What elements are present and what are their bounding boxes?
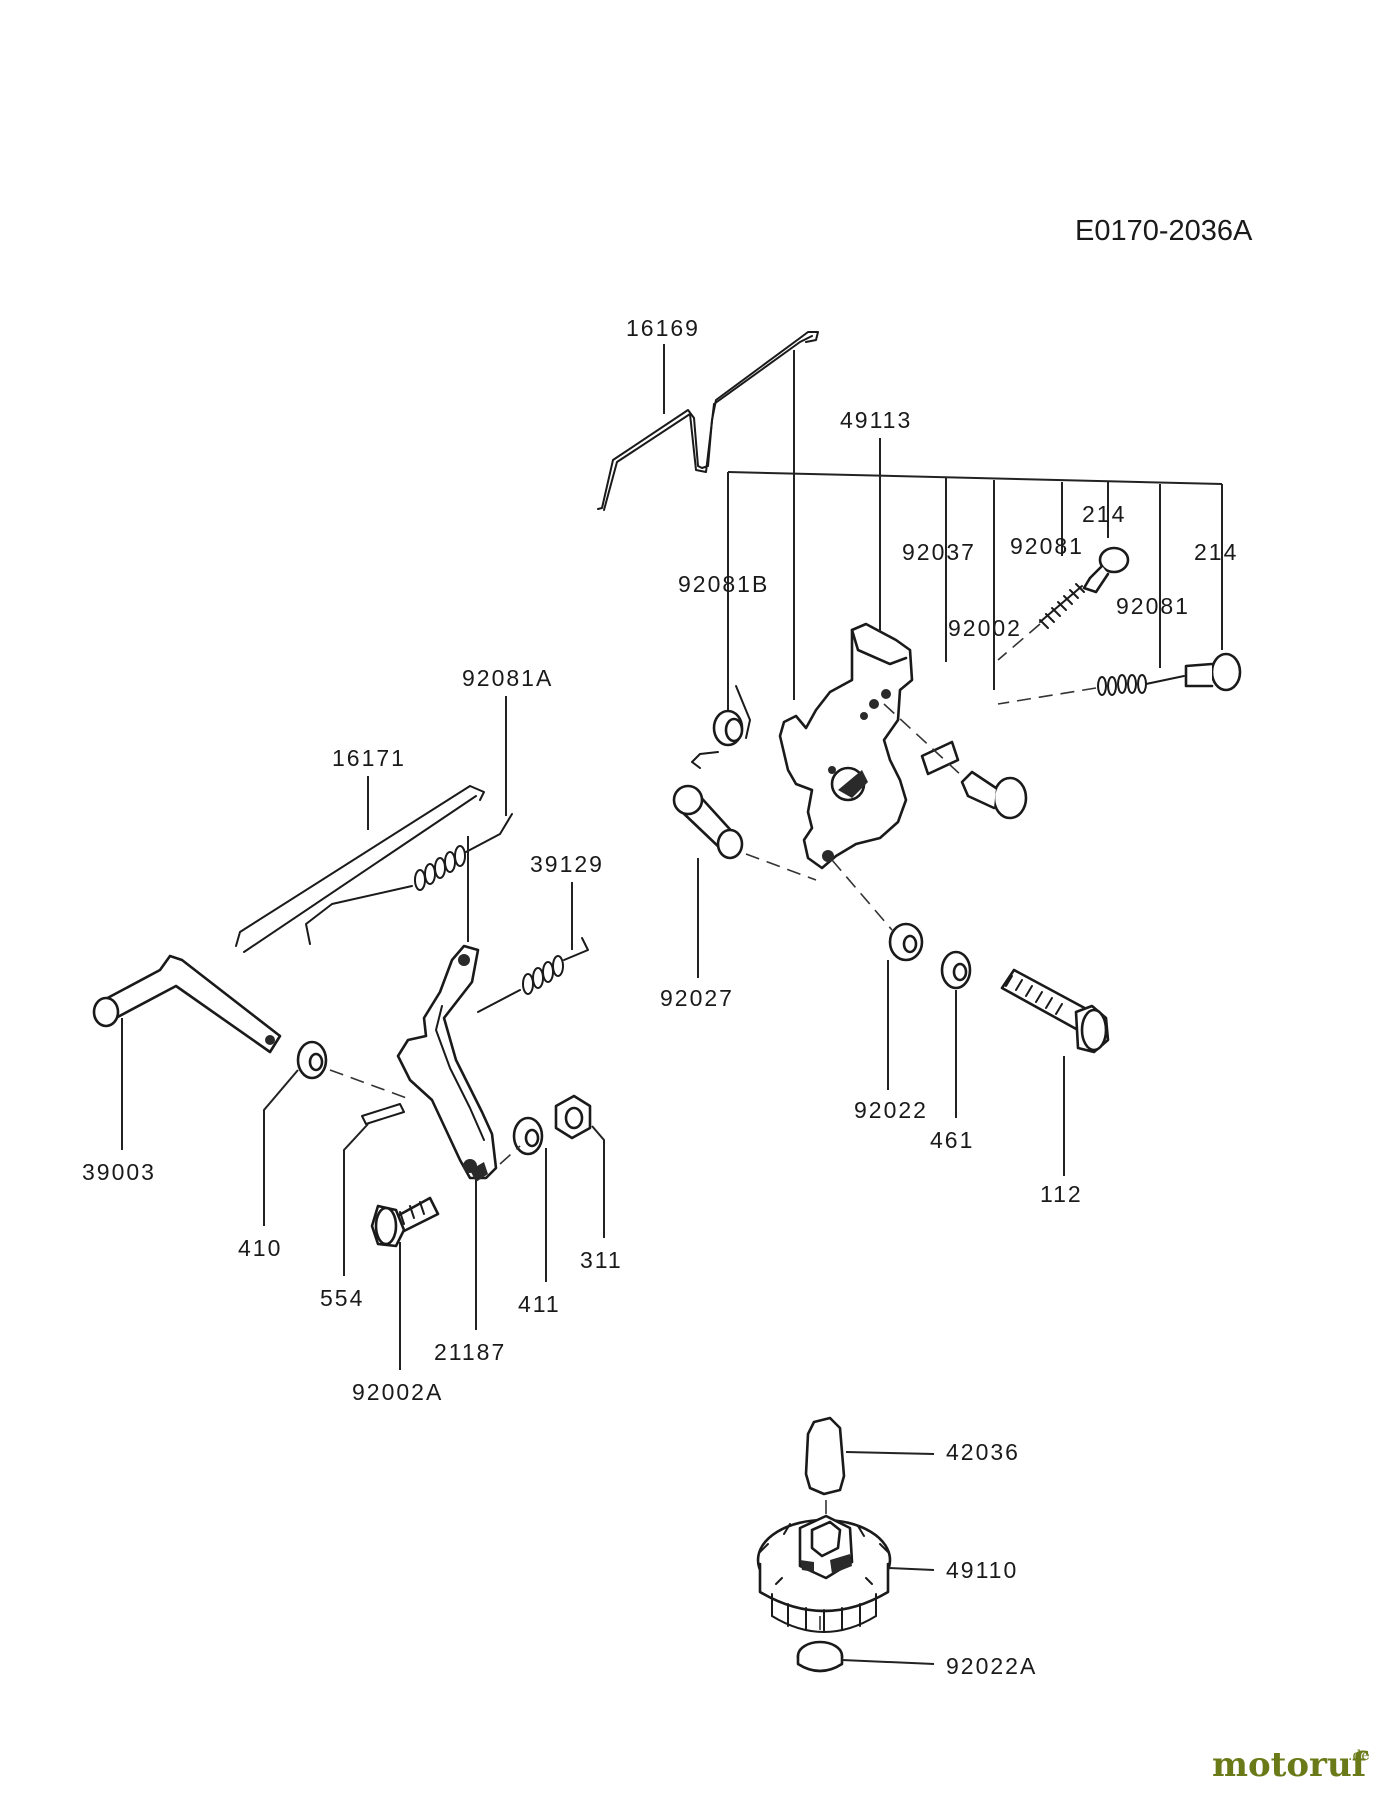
leader-554 xyxy=(343,1123,369,1276)
group-line-top xyxy=(727,471,1223,485)
part-21187-lever xyxy=(396,944,498,1182)
axis-92081-right xyxy=(997,687,1097,705)
part-16169-wire xyxy=(597,331,819,511)
part-214-right-bolt xyxy=(1184,652,1242,692)
axis-112 xyxy=(831,859,893,931)
label-16169: 16169 xyxy=(626,315,700,341)
part-411-washer xyxy=(512,1116,544,1156)
part-49110-knob xyxy=(756,1514,892,1633)
part-92081-upper-spring xyxy=(1039,583,1085,629)
leader-49110 xyxy=(887,1567,935,1571)
label-21187: 21187 xyxy=(434,1339,506,1365)
part-92081-right-spring xyxy=(1097,674,1185,696)
label-92081A: 92081A xyxy=(462,665,553,691)
label-42036: 42036 xyxy=(946,1439,1020,1465)
part-554-pin xyxy=(361,1103,405,1125)
label-92002: 92002 xyxy=(948,615,1022,641)
leader-311 xyxy=(591,1125,605,1238)
part-42036-cap xyxy=(804,1416,846,1496)
part-92081A-spring xyxy=(305,813,513,945)
axis-92081-upper xyxy=(997,623,1041,661)
part-39003-shaft xyxy=(92,954,282,1054)
svg-text:.de: .de xyxy=(1348,1748,1370,1764)
label-92027: 92027 xyxy=(660,985,734,1011)
part-461-washer xyxy=(940,950,972,990)
label-461: 461 xyxy=(930,1127,974,1153)
part-92022-washer xyxy=(888,922,924,962)
axis-92027 xyxy=(745,853,817,881)
diagram-code: E0170-2036A xyxy=(1075,215,1253,247)
part-39129-spring xyxy=(477,937,589,1013)
axis-92002 xyxy=(883,703,963,777)
label-311: 311 xyxy=(580,1247,623,1273)
label-554: 554 xyxy=(320,1285,364,1311)
label-92081-right: 92081 xyxy=(1116,593,1190,619)
leader-42036 xyxy=(845,1451,935,1455)
part-92022A-washer xyxy=(796,1640,844,1673)
part-112-bolt xyxy=(1000,968,1110,1054)
label-92037: 92037 xyxy=(902,539,976,565)
part-92081B-spacer xyxy=(691,685,751,769)
axis-410 xyxy=(329,1069,413,1101)
part-49113-plate xyxy=(778,622,914,870)
leader-92022A xyxy=(841,1659,935,1665)
label-49113: 49113 xyxy=(840,407,912,433)
svg-text:motoruf: motoruf xyxy=(1212,1745,1369,1785)
label-39129: 39129 xyxy=(530,851,604,877)
part-92002A-bolt xyxy=(370,1196,440,1248)
label-49110: 49110 xyxy=(946,1557,1018,1583)
label-16171: 16171 xyxy=(332,745,406,771)
part-92037-plate xyxy=(920,740,960,776)
label-410: 410 xyxy=(238,1235,282,1261)
watermark-logo: motoruf .de xyxy=(1212,1745,1370,1785)
part-311-nut xyxy=(554,1094,592,1140)
label-92081-upper: 92081 xyxy=(1010,533,1084,559)
label-112: 112 xyxy=(1040,1181,1083,1207)
label-39003: 39003 xyxy=(82,1159,156,1185)
label-92081B: 92081B xyxy=(678,571,769,597)
leader-410 xyxy=(263,1069,299,1226)
part-214-upper-bolt xyxy=(1082,546,1130,594)
part-16171-rod xyxy=(235,785,485,953)
label-214-upper: 214 xyxy=(1082,501,1126,527)
label-411: 411 xyxy=(518,1291,561,1317)
label-92022: 92022 xyxy=(854,1097,928,1123)
axis-411 xyxy=(499,1145,521,1165)
label-92002A: 92002A xyxy=(352,1379,443,1405)
label-214-right: 214 xyxy=(1194,539,1238,565)
label-92022A: 92022A xyxy=(946,1653,1037,1679)
part-92027-sleeve xyxy=(672,784,744,860)
part-92002-bolt xyxy=(960,770,1028,820)
part-410-washer xyxy=(296,1040,328,1080)
